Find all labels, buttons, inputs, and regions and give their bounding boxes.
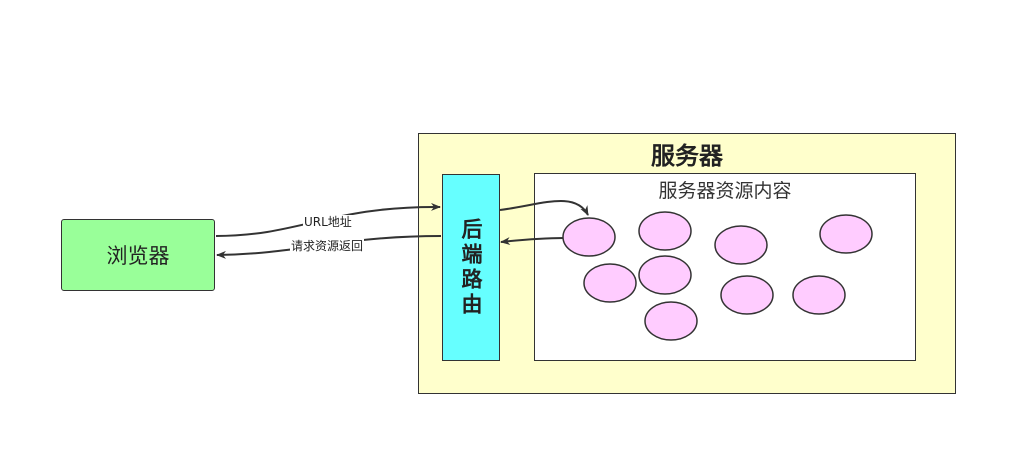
backend-router-box: 后端路由	[442, 174, 500, 361]
server-title: 服务器	[651, 142, 723, 170]
resource-item	[583, 263, 637, 303]
resource-item	[819, 214, 873, 254]
resource-item	[562, 217, 616, 257]
resource-item	[638, 255, 692, 295]
backend-router-label: 后端路由	[459, 217, 483, 318]
router-to-resource-arrow	[499, 200, 589, 216]
request-label: URL地址	[303, 215, 353, 229]
response-label: 请求资源返回	[290, 239, 365, 253]
resource-item	[638, 211, 692, 251]
resource-item	[720, 275, 774, 315]
resource-to-router-arrow	[500, 237, 565, 246]
resource-item	[644, 301, 698, 341]
resource-items	[562, 211, 873, 341]
browser-box: 浏览器	[61, 219, 215, 291]
resource-item	[714, 225, 768, 265]
resources-title: 服务器资源内容	[658, 180, 792, 202]
browser-label: 浏览器	[106, 244, 170, 268]
resource-item	[792, 275, 846, 315]
